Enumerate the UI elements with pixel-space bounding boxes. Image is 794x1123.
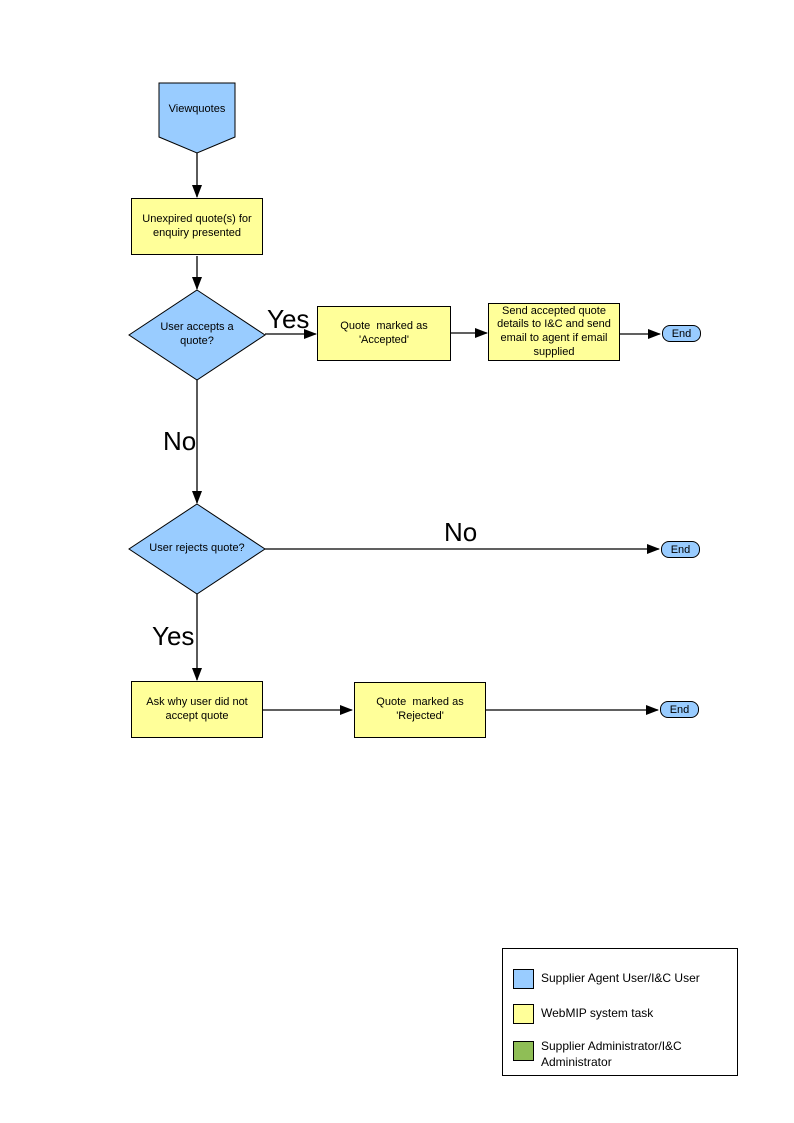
- process-ask-why: Ask why user did not accept quote: [131, 681, 263, 738]
- edge-label-accepts-yes: Yes: [267, 304, 310, 334]
- decision-rejects-label: User rejects quote?: [149, 542, 245, 555]
- end-terminator-2: End: [661, 541, 700, 558]
- process-marked-accepted: Quote marked as 'Accepted': [317, 306, 451, 361]
- legend-box: Supplier Agent User/I&C User WebMIP syst…: [502, 948, 738, 1076]
- start-pentagon-label: Viewquotes: [168, 103, 226, 116]
- process-marked-rejected: Quote marked as 'Rejected': [354, 682, 486, 738]
- legend-swatch-supplier-agent: [513, 969, 534, 989]
- legend-swatch-supplier-admin: [513, 1041, 534, 1061]
- legend-label-webmip-task: WebMIP system task: [541, 1006, 654, 1020]
- process-unexpired-quotes: Unexpired quote(s) for enquiry presented: [131, 198, 263, 255]
- process-send-details: Send accepted quote details to I&C and s…: [488, 303, 620, 361]
- end-terminator-1: End: [662, 325, 701, 342]
- edge-label-rejects-no: No: [444, 517, 478, 547]
- decision-accepts-label: User accepts a quote?: [160, 321, 234, 347]
- legend-label-supplier-agent: Supplier Agent User/I&C User: [541, 971, 700, 985]
- edge-label-rejects-yes: Yes: [152, 621, 195, 651]
- legend-label-supplier-admin: Supplier Administrator/I&C Administrator: [541, 1039, 682, 1069]
- end-terminator-3: End: [660, 701, 699, 718]
- legend-swatch-webmip-task: [513, 1004, 534, 1024]
- edge-label-accepts-no: No: [163, 426, 197, 456]
- start-pentagon-shape: [158, 82, 236, 154]
